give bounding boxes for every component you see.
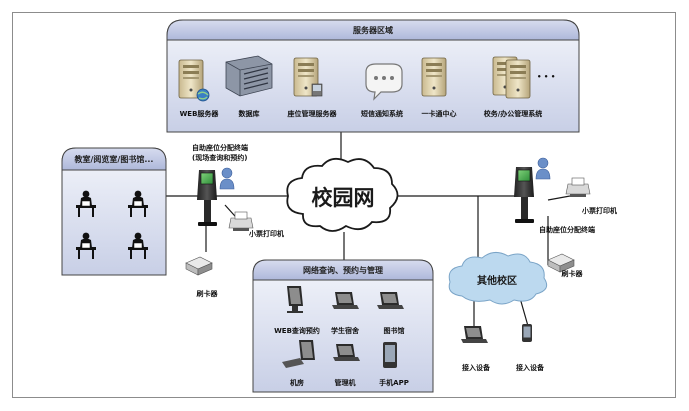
database-icon [225,55,273,97]
right-printer-label: 小票打印机 [581,206,617,215]
classroom-panel: 教室/阅览室/图书馆... [61,147,167,276]
left-card-reader-label: 刷卡器 [196,289,219,298]
more-ellipsis: • • • [537,73,555,81]
label-sms-system: 短信通知系统 [361,109,403,118]
server-region-title: 服务器区域 [353,25,393,35]
mobile-phone-icon [522,324,532,342]
left-terminal-label-line1: 自助座位分配终端 [192,143,248,152]
label-card-center: 一卡通中心 [422,109,457,118]
seat-server-icon [293,57,323,97]
network-query-title: 网络查询、预约与管理 [303,265,383,275]
classroom-title: 教室/阅览室/图书馆... [74,154,154,164]
label-admin-pc: 管理机 [335,378,356,387]
workstation-icon [282,340,315,368]
right-terminal-label: 自助座位分配终端 [539,225,595,234]
network-query-panel: 网络查询、预约与管理 WEB查询预约 学生宿舍 图书馆 机房 管理机 手机APP [252,259,434,393]
web-server-icon [178,59,210,102]
other-campus-label: 其他校区 [477,274,517,287]
label-mobile-app: 手机APP [379,378,409,387]
right-kiosk-icon [513,166,535,224]
right-user-icon [535,157,551,180]
label-web-query: WEB查询预约 [274,326,320,335]
left-terminal-label-line2: (现场查询和预约) [192,153,247,162]
label-web-server: WEB服务器 [180,109,220,118]
mobile-phone-icon [383,342,397,368]
left-printer-icon [228,211,254,232]
label-database: 数据库 [239,109,260,118]
label-dormitory: 学生宿舍 [331,326,360,335]
other-device-label-2: 接入设备 [516,363,545,372]
monitor-icon [287,286,303,313]
label-computer-room: 机房 [290,378,304,387]
right-card-reader-label: 刷卡器 [561,269,584,278]
label-library: 图书馆 [384,326,405,335]
right-printer-icon [565,177,591,198]
label-seat-server: 座位管理服务器 [288,109,338,118]
other-device-label-1: 接入设备 [462,363,491,372]
card-center-server-icon [421,57,447,97]
sms-chat-icon [365,63,403,101]
laptop-icon [461,326,488,343]
campus-network-cloud: 校园网 [286,157,399,232]
line-other-device2 [519,297,529,327]
campus-network-label: 校园网 [312,186,375,210]
left-user-icon [219,167,235,190]
office-server-icon [492,56,531,99]
left-kiosk-icon [196,169,218,227]
left-printer-label: 小票打印机 [248,229,284,238]
label-office-system: 校务/办公管理系统 [484,109,543,118]
line-right-printer [547,195,571,201]
other-campus-cloud: 其他校区 [448,252,548,305]
left-card-reader-icon [185,256,213,276]
